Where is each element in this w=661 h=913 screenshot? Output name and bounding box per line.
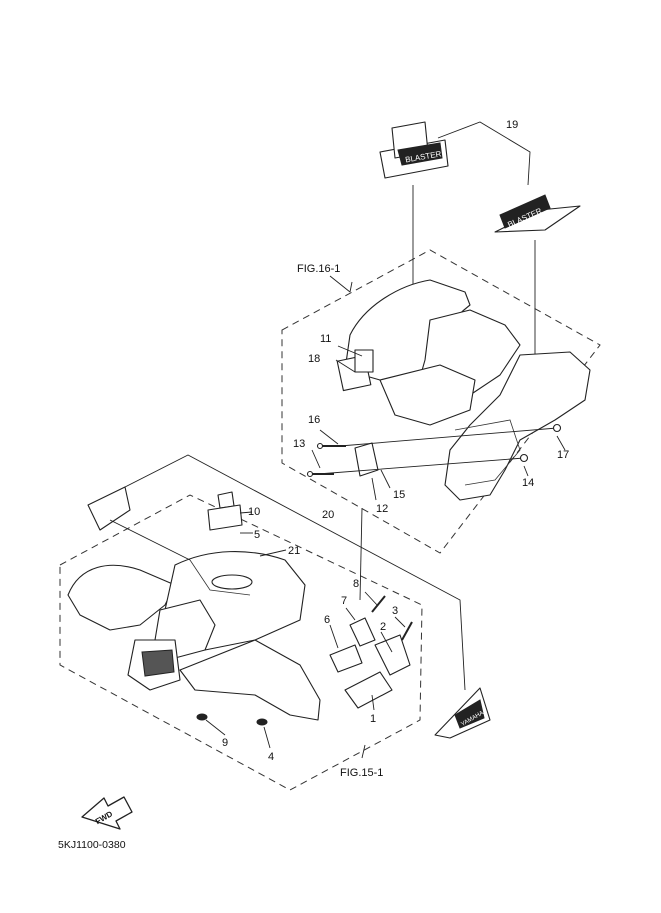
rear-fender [336, 279, 591, 501]
callout-2: 2 [380, 621, 386, 633]
callout-16: 16 [308, 414, 320, 426]
front-fender [67, 550, 321, 721]
callout-14: 14 [522, 477, 534, 489]
callout-21: 21 [288, 545, 300, 557]
diagram-code: 5KJ1100-0380 [58, 839, 126, 851]
callout-13: 13 [293, 438, 305, 450]
decal-set-20: YAMAHA [87, 454, 491, 739]
callout-19: 19 [506, 119, 518, 131]
callout-1: 1 [370, 713, 376, 725]
fwd-arrow-icon: FWD [81, 796, 133, 830]
callout-leaders [205, 281, 566, 759]
callout-3: 3 [392, 605, 398, 617]
callout-5: 5 [254, 529, 260, 541]
callout-4: 4 [268, 751, 274, 763]
callout-10: 10 [248, 506, 260, 518]
callout-15: 15 [393, 489, 405, 501]
callout-labels: 1 2 3 4 5 6 7 8 9 10 11 12 13 14 15 16 1… [222, 119, 569, 763]
callout-9: 9 [222, 737, 228, 749]
callout-20: 20 [322, 509, 334, 521]
fig-16-ref: FIG.16-1 [297, 263, 340, 275]
screw-16 [316, 442, 346, 450]
callout-8: 8 [353, 578, 359, 590]
front-fender-hardware [196, 491, 413, 726]
screw-13 [306, 470, 334, 478]
front-fender-group-boundary [59, 494, 423, 791]
callout-18: 18 [308, 353, 320, 365]
fig-15-ref: FIG.15-1 [340, 767, 383, 779]
callout-6: 6 [324, 614, 330, 626]
callout-11: 11 [320, 333, 331, 345]
callout-17: 17 [557, 449, 569, 461]
decal-set-19: BLASTER BLASTER [379, 121, 581, 378]
callout-12: 12 [376, 503, 388, 515]
callout-7: 7 [341, 595, 347, 607]
